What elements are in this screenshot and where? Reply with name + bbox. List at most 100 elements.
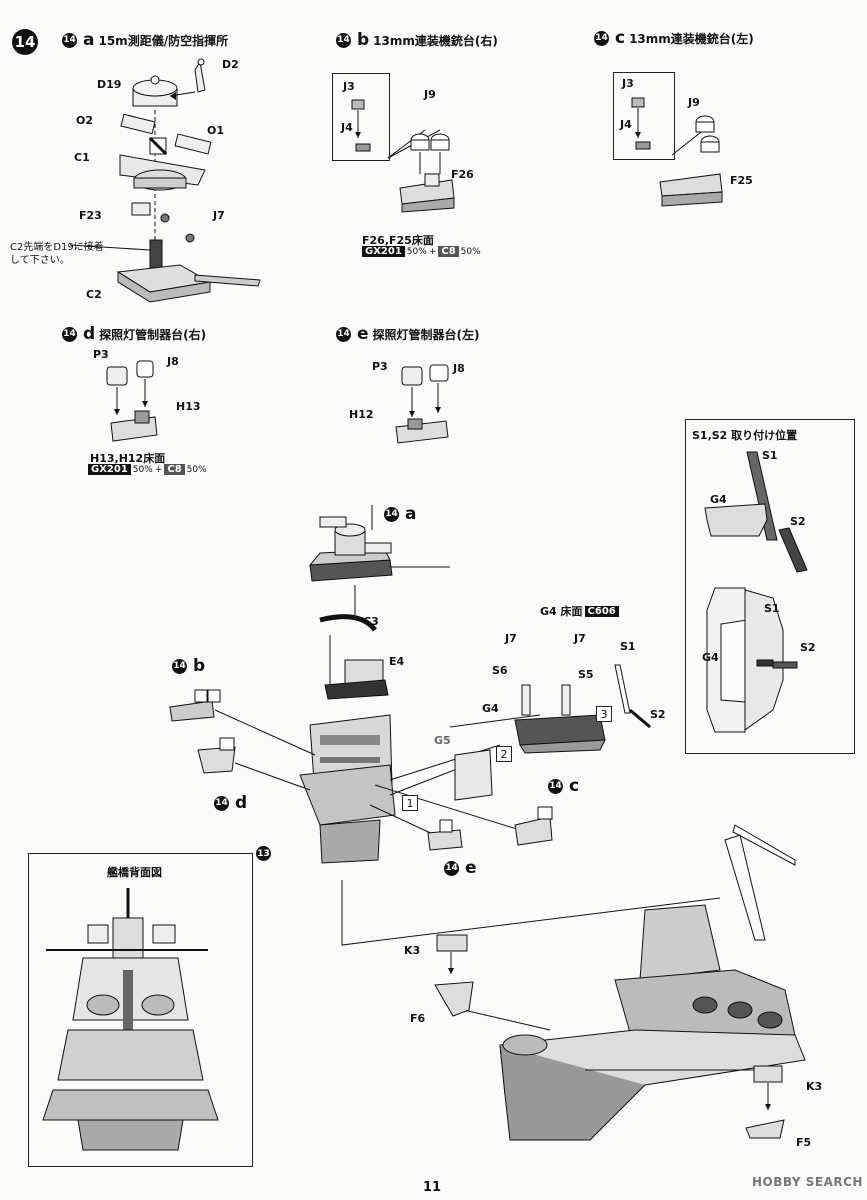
paint-plus: +	[154, 464, 163, 475]
sub-e-title: 探照灯管制器台(左)	[372, 327, 480, 342]
label-d-p3: P3	[93, 348, 109, 361]
position-box	[685, 419, 855, 754]
sub-d-letter: d	[83, 324, 96, 344]
label-e-h12: H12	[349, 408, 374, 421]
hull-drawing	[454, 824, 806, 1141]
paint-c8-pct: 50%	[460, 246, 481, 257]
label-c-j4: J4	[620, 118, 632, 131]
ref-14b-letter: b	[193, 656, 206, 676]
ref-14e-letter: e	[465, 858, 477, 878]
position-box-drawing	[704, 451, 808, 733]
sub-d-badge: 14	[62, 326, 77, 342]
rear-view-title: 艦橋背面図	[107, 866, 162, 879]
sub-d-drawing	[106, 360, 158, 442]
ref-14c: 14 c	[548, 776, 579, 796]
hull-label-k3-b: K3	[806, 1080, 823, 1093]
ref-14b-badge: 14	[172, 658, 187, 674]
sub-a-badge: 14	[62, 32, 77, 48]
label-o2: O2	[76, 114, 94, 127]
main-assembly-drawing	[169, 505, 651, 864]
sub-d-title: 探照灯管制器台(右)	[99, 327, 207, 342]
label-main-s2: S2	[650, 708, 666, 721]
pos-label-g4-top: G4	[710, 493, 727, 506]
ref-13-badge: 13	[256, 846, 271, 861]
label-c1: C1	[74, 151, 90, 164]
ref-14e: 14 e	[444, 858, 477, 878]
step-number-badge: 14	[12, 29, 38, 55]
ref-14e-badge: 14	[444, 860, 459, 876]
pos-label-g4-bottom: G4	[702, 651, 719, 664]
paint-gx201-pct: 50%	[406, 246, 427, 257]
label-main-g4: G4	[482, 702, 499, 715]
sub-a-heading: 14 a 15m測距儀/防空指揮所	[62, 30, 228, 50]
step-box-2: 2	[496, 746, 512, 762]
ref-14a-badge: 14	[384, 506, 399, 522]
sub-c-badge: 14	[594, 30, 609, 46]
paint-plus: +	[428, 246, 437, 257]
sub-a-letter: a	[83, 30, 95, 50]
sub-b-drawing	[351, 99, 455, 213]
sub-c-inset-frame	[613, 72, 675, 160]
label-main-j7-a: J7	[505, 632, 517, 645]
label-d-j8: J8	[167, 355, 179, 368]
sub-b-heading: 14 b 13mm連装機銃台(右)	[336, 30, 498, 50]
sub-c-drawing	[631, 97, 723, 207]
label-o1: O1	[207, 124, 225, 137]
hull-label-f5: F5	[796, 1136, 812, 1149]
sub-b-title: 13mm連装機銃台(右)	[373, 33, 498, 48]
label-d2: D2	[222, 58, 239, 71]
sub-c-heading: 14 c 13mm連装機銃台(左)	[594, 28, 754, 48]
rear-view-drawing	[42, 888, 219, 1151]
sub-e-drawing	[395, 364, 449, 444]
sub-a-title: 15m測距儀/防空指揮所	[98, 33, 229, 48]
sub-b-inset-frame	[332, 73, 390, 161]
hull-connector-lines	[341, 880, 721, 946]
paint-gx201: GX201	[362, 246, 405, 257]
pos-label-s2-bottom: S2	[800, 641, 816, 654]
paint-gx201: GX201	[88, 464, 131, 475]
label-j7: J7	[213, 209, 225, 222]
label-e-j8: J8	[453, 362, 465, 375]
hull-k3-f6-parts	[434, 934, 474, 1017]
pos-label-s2-top: S2	[790, 515, 806, 528]
sub-b-letter: b	[357, 30, 370, 50]
hull-label-f6: F6	[410, 1012, 426, 1025]
label-main-j7-b: J7	[574, 632, 586, 645]
paint-gx201-pct: 50%	[132, 464, 153, 475]
sub-b-badge: 14	[336, 32, 351, 48]
label-b-f26: F26	[451, 168, 474, 181]
hull-label-k3-a: K3	[404, 944, 421, 957]
hull-k3-f5-parts	[745, 1065, 785, 1139]
label-main-c3: C3	[363, 615, 379, 628]
step-box-1: 1	[402, 795, 418, 811]
step-box-3: 3	[596, 706, 612, 722]
sub-d-floor-label: H13,H12床面	[90, 452, 166, 465]
g4-floor-paint: G4 床面 C606	[540, 603, 619, 619]
sub-a-note: C2先端をD19に接着して下さい。	[10, 242, 104, 266]
label-e-p3: P3	[372, 360, 388, 373]
sub-e-letter: e	[357, 324, 369, 344]
ref-14d-letter: d	[235, 793, 248, 813]
pos-label-s1-bottom: S1	[764, 602, 780, 615]
paint-c8: C8	[438, 246, 459, 257]
label-main-s1: S1	[620, 640, 636, 653]
label-c-j9: J9	[688, 96, 700, 109]
ref-14c-letter: c	[569, 776, 580, 796]
label-main-e4: E4	[389, 655, 405, 668]
ref-14d-badge: 14	[214, 795, 229, 811]
ref-14a-letter: a	[405, 504, 417, 524]
sub-d-paint: GX201 50% + C8 50%	[88, 464, 207, 475]
ref-14d: 14 d	[214, 793, 247, 813]
page-number: 11	[423, 1180, 442, 1195]
sub-d-heading: 14 d 探照灯管制器台(右)	[62, 324, 206, 344]
label-c2: C2	[86, 288, 102, 301]
label-d-h13: H13	[176, 400, 201, 413]
sub-b-paint: GX201 50% + C8 50%	[362, 246, 481, 257]
position-box-title: S1,S2 取り付け位置	[692, 429, 798, 442]
ref-14c-badge: 14	[548, 778, 563, 794]
g4-floor-label: G4 床面	[540, 605, 583, 618]
label-main-s5: S5	[578, 668, 594, 681]
label-b-j9: J9	[424, 88, 436, 101]
sub-a-drawing	[69, 58, 261, 303]
label-b-j3: J3	[343, 80, 355, 93]
